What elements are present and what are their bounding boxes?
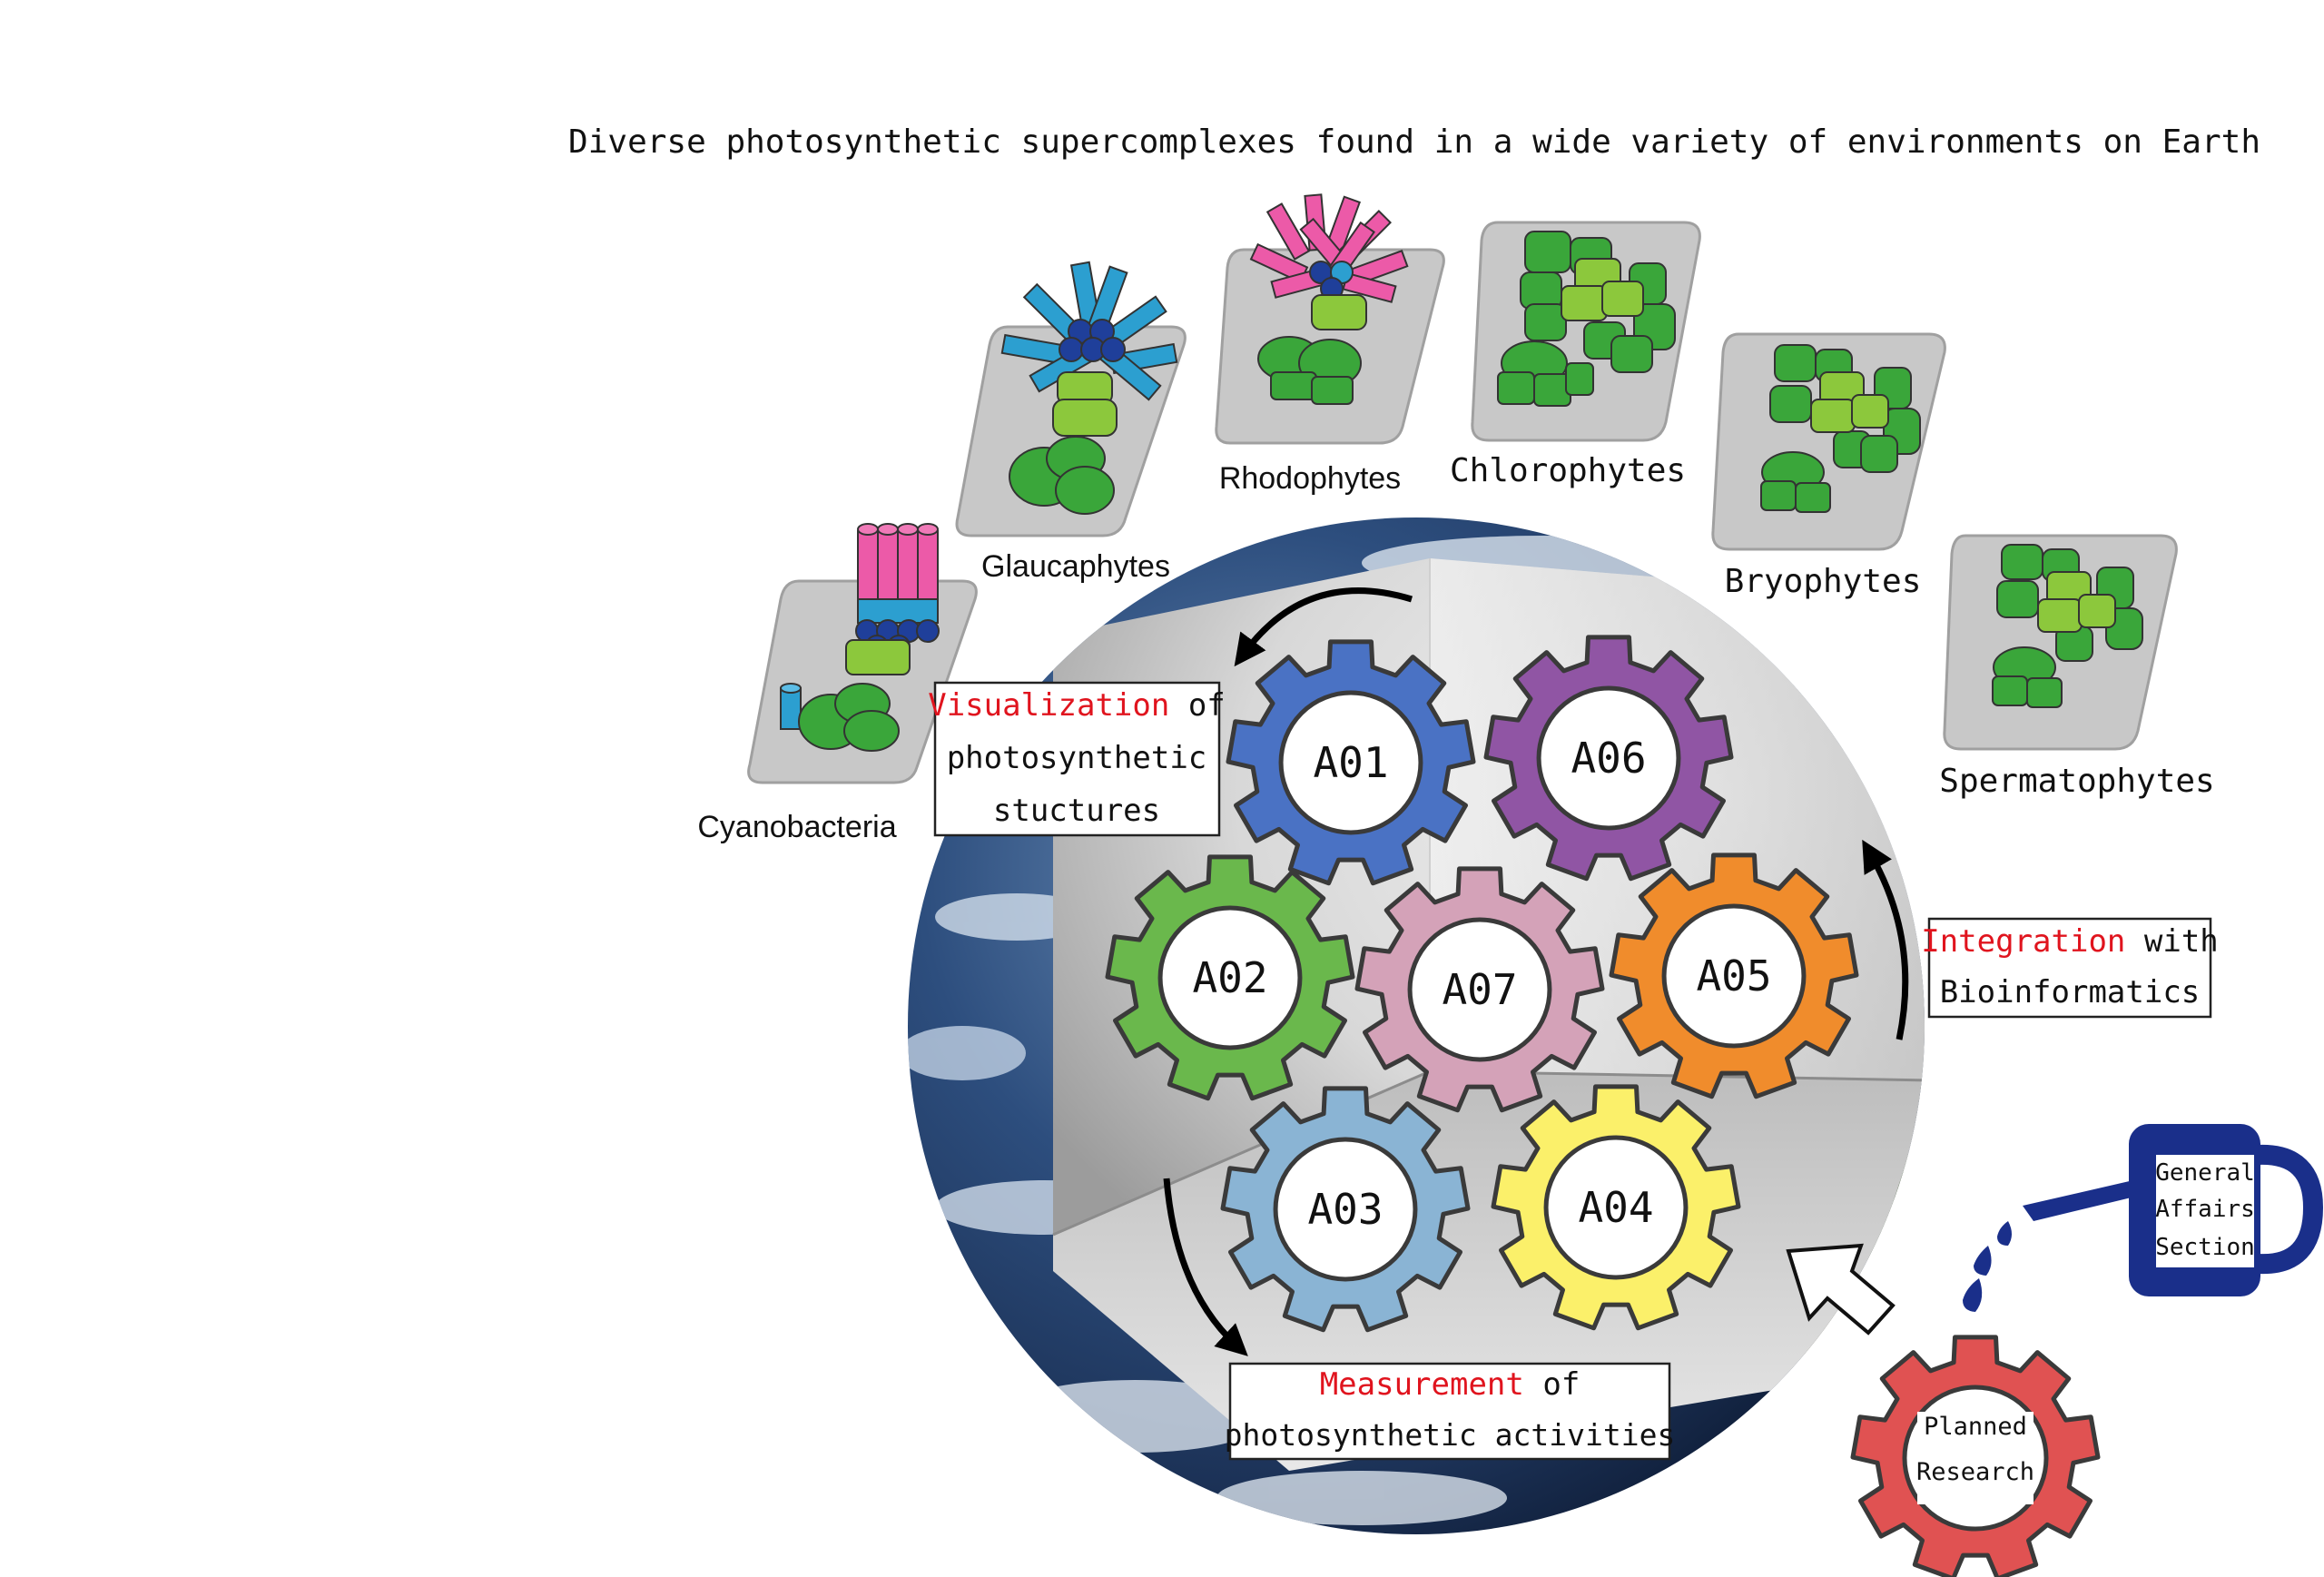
- gear-hub: [1278, 690, 1423, 835]
- svg-text:Measurement of: Measurement of: [1320, 1366, 1581, 1403]
- rhodophytes-supercomplex: [1215, 193, 1445, 445]
- visualization-of: of: [1169, 687, 1225, 724]
- visualization-highlight: Visualization: [928, 687, 1169, 724]
- arrow-top: [1234, 587, 1413, 667]
- gear-hub: [1273, 1137, 1418, 1282]
- header-title: Diverse photosynthetic supercomplexes fo…: [568, 123, 2260, 161]
- bryo-ps2: [1810, 371, 1889, 433]
- spermatophytes-supercomplex: [1943, 534, 2178, 751]
- glauco-core: [1059, 319, 1126, 362]
- gear-a03: A03: [1220, 1086, 1471, 1333]
- gear-a06: A06: [1483, 635, 1734, 882]
- svg-text:Visualization of: Visualization of: [928, 687, 1226, 724]
- gear-hub: [1157, 905, 1303, 1050]
- cyanobacteria-supercomplex: [747, 523, 978, 784]
- general-affairs-line2: Affairs: [2155, 1196, 2255, 1223]
- gear-label: A07: [1442, 965, 1517, 1014]
- bryophytes-supercomplex: [1711, 332, 1946, 551]
- label-cyanobacteria: Cyanobacteria: [697, 810, 896, 844]
- gear-hub: [1661, 903, 1807, 1049]
- measurement-highlight: Measurement: [1320, 1366, 1524, 1403]
- general-affairs-line3: Section: [2155, 1234, 2255, 1261]
- visualization-line3: stuctures: [993, 793, 1160, 829]
- gear-a01: A01: [1226, 639, 1476, 886]
- phycocyanin-band: [857, 598, 939, 624]
- watering-can-icon: General Affairs Section: [1963, 1124, 2324, 1312]
- chloro-lhc: [1520, 231, 1676, 373]
- planned-research-line2: Research: [1916, 1458, 2034, 1486]
- glaucaphytes-supercomplex: [955, 261, 1187, 537]
- cycle-arrows: [1163, 587, 1909, 1356]
- svg-text:Integration with: Integration with: [1921, 923, 2219, 960]
- bryo-ps1: [1760, 451, 1831, 513]
- gear-a02: A02: [1105, 854, 1355, 1101]
- chloro-ps1: [1497, 340, 1594, 407]
- gear-label: A02: [1192, 953, 1267, 1002]
- arrow-right: [1862, 839, 1909, 1040]
- gear-a04: A04: [1491, 1084, 1741, 1331]
- phycoerythrin-rods: [857, 523, 939, 600]
- chloro-ps2: [1561, 258, 1644, 321]
- support-arrow: [1786, 1243, 1896, 1336]
- gear-hub: [1543, 1135, 1689, 1280]
- rhodo-pink-rods: [1249, 193, 1409, 303]
- sperm-ps2: [2037, 571, 2116, 633]
- integration-with: with: [2125, 923, 2218, 960]
- chlorophytes-supercomplex: [1471, 221, 1701, 442]
- gear-label: A01: [1313, 738, 1388, 787]
- measurement-of: of: [1524, 1366, 1580, 1403]
- integration-line2: Bioinformatics: [1940, 974, 2201, 1010]
- gear-a07: A07: [1354, 866, 1605, 1113]
- callout-integration: Integration with Bioinformatics: [1921, 917, 2219, 1019]
- gear-hub: [1407, 917, 1552, 1062]
- visualization-line2: photosynthetic: [947, 740, 1207, 776]
- label-rhodophytes: Rhodophytes: [1219, 461, 1401, 496]
- gear-label: A05: [1696, 951, 1771, 1000]
- callout-measurement: Measurement of photosynthetic activities: [1225, 1362, 1676, 1461]
- planned-research-box: [1917, 1412, 2034, 1504]
- planned-research-line1: Planned: [1924, 1413, 2027, 1441]
- label-glaucaphytes: Glaucaphytes: [981, 549, 1170, 584]
- gear-hub: [1536, 685, 1681, 831]
- label-spermatophytes: Spermatophytes: [1939, 763, 2214, 800]
- water-drops: [1963, 1221, 2012, 1312]
- measurement-line2: photosynthetic activities: [1225, 1417, 1676, 1453]
- general-affairs-line1: General: [2155, 1159, 2255, 1187]
- label-bryophytes: Bryophytes: [1725, 563, 1922, 600]
- label-chlorophytes: Chlorophytes: [1450, 452, 1686, 489]
- gear-label: A06: [1571, 734, 1646, 783]
- gear-label: A04: [1578, 1183, 1653, 1232]
- arrow-bottom: [1163, 1178, 1248, 1356]
- gear-label: A03: [1307, 1185, 1383, 1234]
- rhodo-ps1: [1257, 336, 1362, 405]
- callout-visualization: Visualization of photosynthetic stucture…: [928, 681, 1226, 837]
- integration-highlight: Integration: [1921, 923, 2125, 960]
- sperm-ps1: [1992, 646, 2063, 708]
- gear-a05: A05: [1609, 853, 1859, 1099]
